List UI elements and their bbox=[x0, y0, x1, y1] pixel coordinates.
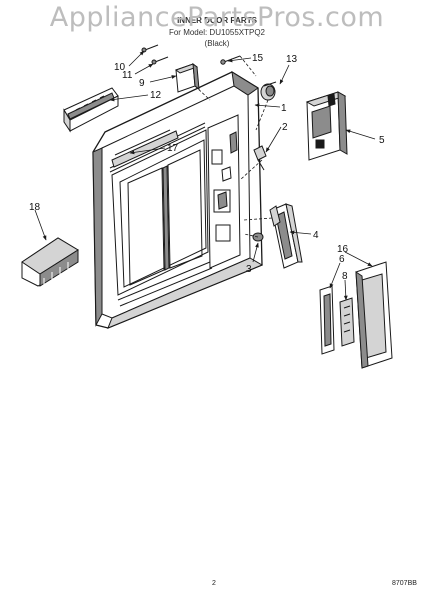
callout-8: 8 bbox=[342, 271, 348, 282]
part-5-module bbox=[305, 91, 348, 161]
part-12-vent bbox=[63, 87, 119, 133]
part-13-knob bbox=[260, 81, 277, 101]
callout-12: 12 bbox=[150, 90, 162, 101]
callout-2: 2 bbox=[282, 122, 288, 133]
watermark-text: AppliancePartsPros.com bbox=[49, 2, 385, 33]
part-2-clip bbox=[253, 145, 267, 171]
callout-9: 9 bbox=[139, 78, 145, 89]
page-number: 2 bbox=[212, 580, 216, 587]
document-code: 8707BB bbox=[392, 580, 417, 587]
part-8-insert bbox=[339, 297, 355, 347]
part-16-panel bbox=[355, 261, 393, 369]
callout-16: 16 bbox=[337, 244, 349, 255]
diagram-color: (Black) bbox=[204, 39, 230, 48]
callout-6: 6 bbox=[339, 254, 345, 265]
assembly-lines bbox=[194, 55, 273, 238]
diagram-model: For Model: DU1055XTPQ2 bbox=[168, 28, 266, 37]
callout-15: 15 bbox=[252, 53, 264, 64]
callout-4: 4 bbox=[313, 230, 319, 241]
callout-3: 3 bbox=[246, 264, 252, 275]
callout-13: 13 bbox=[286, 54, 298, 65]
callout-1: 1 bbox=[281, 103, 287, 114]
callout-5: 5 bbox=[379, 135, 385, 146]
leader-lines bbox=[34, 50, 376, 301]
diagram-title: INNER DOOR PARTS bbox=[177, 16, 257, 25]
part-6-bracket bbox=[319, 285, 335, 355]
callout-11: 11 bbox=[122, 70, 133, 81]
callout-10: 10 bbox=[114, 62, 126, 73]
part-9-cap bbox=[174, 62, 200, 93]
inner-door-panel bbox=[92, 71, 264, 329]
callout-18: 18 bbox=[29, 202, 41, 213]
part-4-latch bbox=[269, 203, 303, 269]
callout-17: 17 bbox=[167, 143, 179, 154]
part-18-vent bbox=[21, 237, 79, 287]
